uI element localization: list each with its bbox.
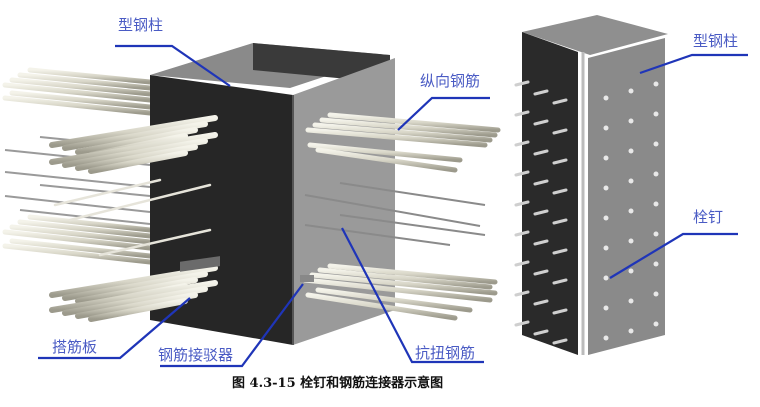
shear-stud xyxy=(603,305,609,311)
shear-stud xyxy=(533,269,549,276)
shear-stud xyxy=(533,149,549,156)
left-lower-rebars xyxy=(2,214,153,265)
shear-stud xyxy=(603,215,609,221)
shear-stud xyxy=(653,231,659,237)
shear-stud xyxy=(533,299,549,306)
shear-stud xyxy=(514,170,530,177)
leader-shear-stud xyxy=(609,232,738,279)
stud-column-left-face xyxy=(522,32,578,355)
shear-stud xyxy=(552,188,568,195)
right-rebar-bundle-upper xyxy=(305,112,501,173)
shear-stud xyxy=(603,335,609,341)
left-assembly xyxy=(2,43,501,345)
shear-stud xyxy=(628,238,634,244)
label-steel-column-left: 型钢柱 xyxy=(118,16,164,34)
label-steel-column-right: 型钢柱 xyxy=(693,32,739,50)
shear-stud xyxy=(603,155,609,161)
shear-stud xyxy=(552,128,568,135)
label-torsion-rebar: 抗扭钢筋 xyxy=(415,344,476,362)
shear-stud xyxy=(653,321,659,327)
shear-stud xyxy=(603,125,609,131)
leader-longitudinal-rebar xyxy=(397,96,490,131)
shear-stud xyxy=(653,141,659,147)
shear-stud xyxy=(628,148,634,154)
front-rebar-bundle-upper xyxy=(49,115,218,174)
shear-stud xyxy=(628,208,634,214)
shear-stud xyxy=(653,291,659,297)
shear-stud xyxy=(514,110,530,117)
front-rebar-bundle-lower xyxy=(49,265,218,322)
label-shear-stud: 栓钉 xyxy=(693,208,724,226)
right-torsion-rods xyxy=(304,182,486,246)
shear-stud xyxy=(552,158,568,165)
leader-torsion-rebar xyxy=(341,227,484,364)
shear-stud xyxy=(552,278,568,285)
shear-stud xyxy=(514,260,530,267)
shear-stud xyxy=(533,179,549,186)
label-rebar-coupler: 钢筋接驳器 xyxy=(158,346,234,364)
shear-stud xyxy=(514,320,530,327)
rebar-coupler xyxy=(300,275,314,282)
leader-rebar-coupler xyxy=(160,283,304,368)
label-longitudinal-rebar: 纵向钢筋 xyxy=(420,72,481,90)
right-assembly xyxy=(514,15,668,355)
right-rebar-bundle-lower xyxy=(302,263,498,321)
shear-stud xyxy=(533,89,549,96)
shear-studs-right xyxy=(603,81,659,341)
shear-stud xyxy=(533,119,549,126)
shear-stud xyxy=(653,261,659,267)
shear-stud xyxy=(628,328,634,334)
shear-stud xyxy=(552,218,568,225)
leader-steel-column-right xyxy=(639,53,748,75)
shear-stud xyxy=(552,248,568,255)
shear-stud xyxy=(552,338,568,345)
shear-stud xyxy=(603,245,609,251)
shear-stud xyxy=(552,98,568,105)
shear-stud xyxy=(552,308,568,315)
front-torsion-rods xyxy=(53,178,212,257)
rebar-plate xyxy=(180,256,220,272)
shear-stud xyxy=(653,201,659,207)
shear-stud xyxy=(533,209,549,216)
leader-rebar-plate xyxy=(38,297,191,360)
shear-stud xyxy=(514,140,530,147)
shear-stud xyxy=(514,230,530,237)
shear-stud xyxy=(514,290,530,297)
shear-stud xyxy=(653,81,659,87)
shear-stud xyxy=(628,88,634,94)
left-upper-rebars xyxy=(2,67,153,116)
leader-lines xyxy=(38,44,748,368)
figure-caption: 图 4.3-15 栓钉和钢筋连接器示意图 xyxy=(232,376,444,391)
label-rebar-plate: 搭筋板 xyxy=(52,338,98,356)
shear-stud xyxy=(603,275,609,281)
shear-stud xyxy=(653,111,659,117)
stud-column-right-face xyxy=(588,38,665,355)
shear-stud xyxy=(628,298,634,304)
shear-stud xyxy=(628,118,634,124)
shear-stud xyxy=(653,171,659,177)
shear-stud xyxy=(533,329,549,336)
shear-stud xyxy=(533,239,549,246)
shear-stud xyxy=(514,80,530,87)
leader-steel-column-left xyxy=(115,44,231,87)
shear-stud xyxy=(514,200,530,207)
shear-studs-left xyxy=(514,80,568,345)
shear-stud xyxy=(603,185,609,191)
shear-stud xyxy=(628,268,634,274)
stud-column-top xyxy=(522,15,668,55)
shear-stud xyxy=(603,95,609,101)
shear-stud xyxy=(628,178,634,184)
